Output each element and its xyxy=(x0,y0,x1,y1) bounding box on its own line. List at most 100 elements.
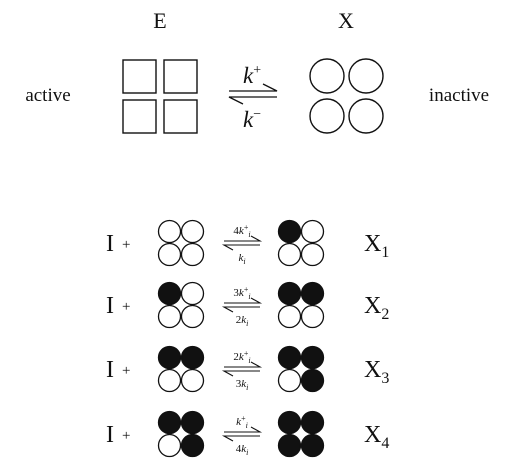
bound-subunit xyxy=(277,345,302,370)
product-label: X1 xyxy=(364,231,389,261)
bound-subunit xyxy=(277,433,302,458)
free-subunit xyxy=(277,242,302,267)
free-subunit xyxy=(180,281,205,306)
rate-coefficient: 4 xyxy=(236,443,242,455)
free-subunit xyxy=(157,368,182,393)
inactive-text: inactive xyxy=(429,85,489,106)
product-base: X xyxy=(364,357,381,383)
product-label: X3 xyxy=(364,357,389,387)
inactive-state-label: X xyxy=(338,8,354,33)
free-subunit xyxy=(300,304,325,329)
active-text: active xyxy=(25,85,70,106)
rate-subscript: i xyxy=(243,257,245,266)
reverse-rate-sup: − xyxy=(253,107,261,122)
rate-subscript: i xyxy=(248,292,250,301)
forward-rate-label: k+i xyxy=(236,414,248,430)
active-enzyme-squares xyxy=(122,59,198,134)
rate-constant: k xyxy=(241,314,247,326)
product-base: X xyxy=(364,231,381,257)
forward-rate-label: 4k+i xyxy=(233,223,250,239)
top-equilibrium-arrows xyxy=(228,83,278,105)
bound-subunit xyxy=(180,433,205,458)
rate-constant: k xyxy=(241,378,247,390)
rate-superscript: + xyxy=(244,285,249,294)
bound-subunit xyxy=(300,433,325,458)
reverse-rate-label: 2ki xyxy=(236,314,249,328)
product-enzyme xyxy=(277,219,325,267)
forward-rate-label: 2k+i xyxy=(233,349,250,365)
rate-superscript: + xyxy=(244,349,249,358)
inactive-enzyme-circles xyxy=(309,58,384,134)
rate-constant: k xyxy=(239,225,245,237)
free-subunit xyxy=(180,219,205,244)
reactant-enzyme xyxy=(157,219,205,267)
rate-subscript: i xyxy=(248,356,250,365)
reverse-harpoon xyxy=(221,244,260,251)
plus-sign: + xyxy=(122,299,130,315)
rate-coefficient: 2 xyxy=(236,314,242,326)
free-subunit xyxy=(180,368,205,393)
rate-subscript: i xyxy=(246,448,248,457)
product-subscript: 3 xyxy=(381,370,389,387)
square-subunit xyxy=(163,99,198,134)
forward-rate-sup: + xyxy=(253,63,261,78)
rate-coefficient: 3 xyxy=(236,378,242,390)
free-subunit xyxy=(277,368,302,393)
free-subunit xyxy=(277,304,302,329)
product-subscript: 4 xyxy=(381,435,389,452)
product-label: X2 xyxy=(364,293,389,323)
inhibitor-binding-steps: I+4k+ikiX1I+3k+i2kiX2I+2k+i3kiX3I+k+i4ki… xyxy=(106,219,389,458)
rate-subscript: i xyxy=(246,319,248,328)
inhibitor-label: I xyxy=(106,231,114,257)
rate-coefficient: 2 xyxy=(233,351,239,363)
rate-constant: k xyxy=(239,351,245,363)
rate-constant: k xyxy=(238,252,244,264)
rate-superscript: + xyxy=(244,223,249,232)
bound-subunit xyxy=(277,219,302,244)
free-subunit xyxy=(300,242,325,267)
rate-constant: k xyxy=(239,287,245,299)
inhibitor-label: I xyxy=(106,357,114,383)
rate-constant: k xyxy=(236,416,242,428)
bound-subunit xyxy=(300,368,325,393)
reactant-enzyme xyxy=(157,281,205,329)
rate-subscript: i xyxy=(246,383,248,392)
reverse-harpoon xyxy=(228,96,277,105)
reverse-rate-label: k− xyxy=(243,107,261,132)
forward-harpoon xyxy=(224,361,263,368)
rate-coefficient: 3 xyxy=(233,287,239,299)
free-subunit xyxy=(157,219,182,244)
rate-superscript: + xyxy=(241,414,246,423)
bound-subunit xyxy=(157,410,182,435)
free-subunit xyxy=(180,304,205,329)
bound-subunit xyxy=(157,281,182,306)
product-enzyme xyxy=(277,410,325,458)
inhibitor-label: I xyxy=(106,422,114,448)
reverse-rate-label: ki xyxy=(238,252,245,266)
inhibitor-label: I xyxy=(106,293,114,319)
reverse-rate-label: 4ki xyxy=(236,443,249,457)
product-subscript: 2 xyxy=(381,306,389,323)
bound-subunit xyxy=(157,345,182,370)
forward-rate-label: k+ xyxy=(243,63,261,88)
product-base: X xyxy=(364,293,381,319)
product-subscript: 1 xyxy=(381,244,389,261)
forward-rate-label: 3k+i xyxy=(233,285,250,301)
reactant-enzyme xyxy=(157,345,205,393)
product-base: X xyxy=(364,422,381,448)
forward-harpoon xyxy=(224,235,263,242)
forward-harpoon xyxy=(224,297,263,304)
plus-sign: + xyxy=(122,363,130,379)
circle-subunit xyxy=(309,98,345,134)
reverse-rate-label: 3ki xyxy=(236,378,249,392)
product-enzyme xyxy=(277,345,325,393)
bound-subunit xyxy=(180,345,205,370)
forward-harpoon xyxy=(224,426,263,433)
free-subunit xyxy=(157,242,182,267)
bound-subunit xyxy=(300,345,325,370)
bound-subunit xyxy=(277,281,302,306)
